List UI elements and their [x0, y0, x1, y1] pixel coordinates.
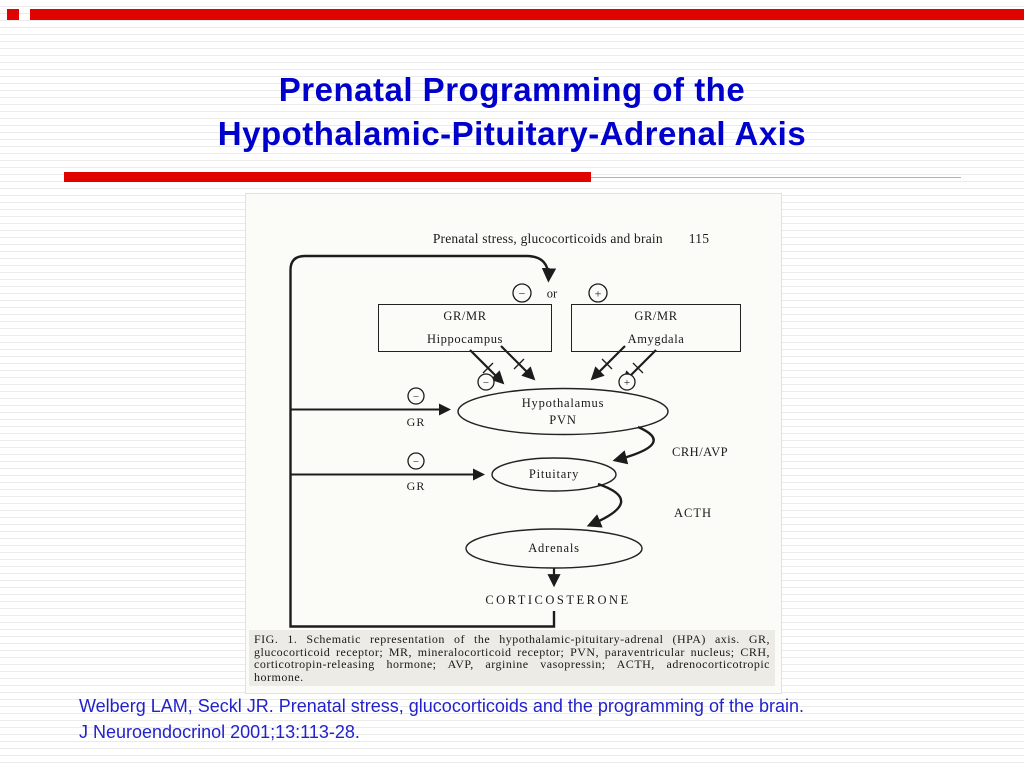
- gr-hypothalamus-minus-circle: [407, 387, 425, 405]
- top-minus-circle: [512, 283, 532, 303]
- gr-label-pituitary: GR: [407, 479, 426, 493]
- amygdala-plus-circle: [618, 373, 636, 391]
- activation-tick-2: [601, 358, 613, 370]
- top-red-bar: [30, 9, 1024, 20]
- slide-title-line2: Hypothalamic-Pituitary-Adrenal Axis: [217, 115, 807, 153]
- adrenals-ellipse: [465, 528, 643, 569]
- acth-label: ACTH: [674, 506, 712, 520]
- feedback-loop-arrow: [289, 254, 557, 628]
- pituitary-ellipse: [491, 457, 617, 492]
- gr-pituitary-minus-circle: [407, 452, 425, 470]
- top-plus-sign: +: [595, 287, 602, 301]
- citation-line2: J Neuroendocrinol 2001;13:113-28.: [79, 721, 360, 742]
- or-label: or: [547, 287, 558, 301]
- slide-title: Prenatal Programming of the Hypothalamic…: [0, 68, 1024, 156]
- citation: Welberg LAM, Seckl JR. Prenatal stress, …: [79, 694, 999, 745]
- hippocampus-minus-sign: −: [483, 377, 489, 389]
- figure-panel: Prenatal stress, glucocorticoids and bra…: [245, 193, 782, 694]
- red-corner-square: [7, 9, 19, 20]
- inhibition-tick-2: [513, 358, 525, 370]
- gr-hypothalamus-minus-sign: −: [413, 391, 419, 403]
- title-rule-red: [64, 172, 591, 182]
- running-head-title: Prenatal stress, glucocorticoids and bra…: [432, 231, 663, 246]
- hippocampus-receptor-label: GR/MR: [443, 309, 487, 323]
- amygdala-receptor-label: GR/MR: [634, 309, 678, 323]
- top-minus-sign: −: [519, 287, 526, 301]
- running-head-page-number: 115: [688, 231, 710, 246]
- hippocampus-to-hypothalamus-arrow-1: [469, 349, 505, 385]
- crh-avp-label: CRH/AVP: [672, 445, 728, 459]
- citation-line1: Welberg LAM, Seckl JR. Prenatal stress, …: [79, 696, 805, 716]
- gr-label-hypothalamus: GR: [407, 415, 426, 429]
- figure-caption: FIG. 1. Schematic representation of the …: [249, 630, 775, 687]
- node-amygdala-box: GR/MR Amygdala: [571, 304, 741, 352]
- hpa-axis-diagram: − + or − + − GR − GR CRH/AVP ACTH: [289, 254, 728, 628]
- slide-title-line1: Prenatal Programming of the: [278, 71, 746, 108]
- gr-pituitary-minus-sign: −: [413, 456, 419, 468]
- hippocampus-label: Hippocampus: [426, 332, 504, 346]
- top-plus-circle: [588, 283, 608, 303]
- activation-tick-1: [632, 362, 644, 374]
- node-hippocampus-box: GR/MR Hippocampus: [378, 304, 552, 352]
- crh-avp-arrow: [612, 425, 655, 465]
- amygdala-plus-sign: +: [624, 377, 630, 389]
- acth-arrow: [586, 482, 623, 528]
- inhibition-tick-1: [482, 362, 494, 374]
- amygdala-label: Amygdala: [627, 332, 685, 346]
- hippocampus-minus-circle: [477, 373, 495, 391]
- figure-running-head: Prenatal stress, glucocorticoids and bra…: [364, 231, 778, 247]
- corticosterone-label: CORTICOSTERONE: [485, 593, 631, 607]
- hypothalamus-ellipse: [457, 387, 669, 436]
